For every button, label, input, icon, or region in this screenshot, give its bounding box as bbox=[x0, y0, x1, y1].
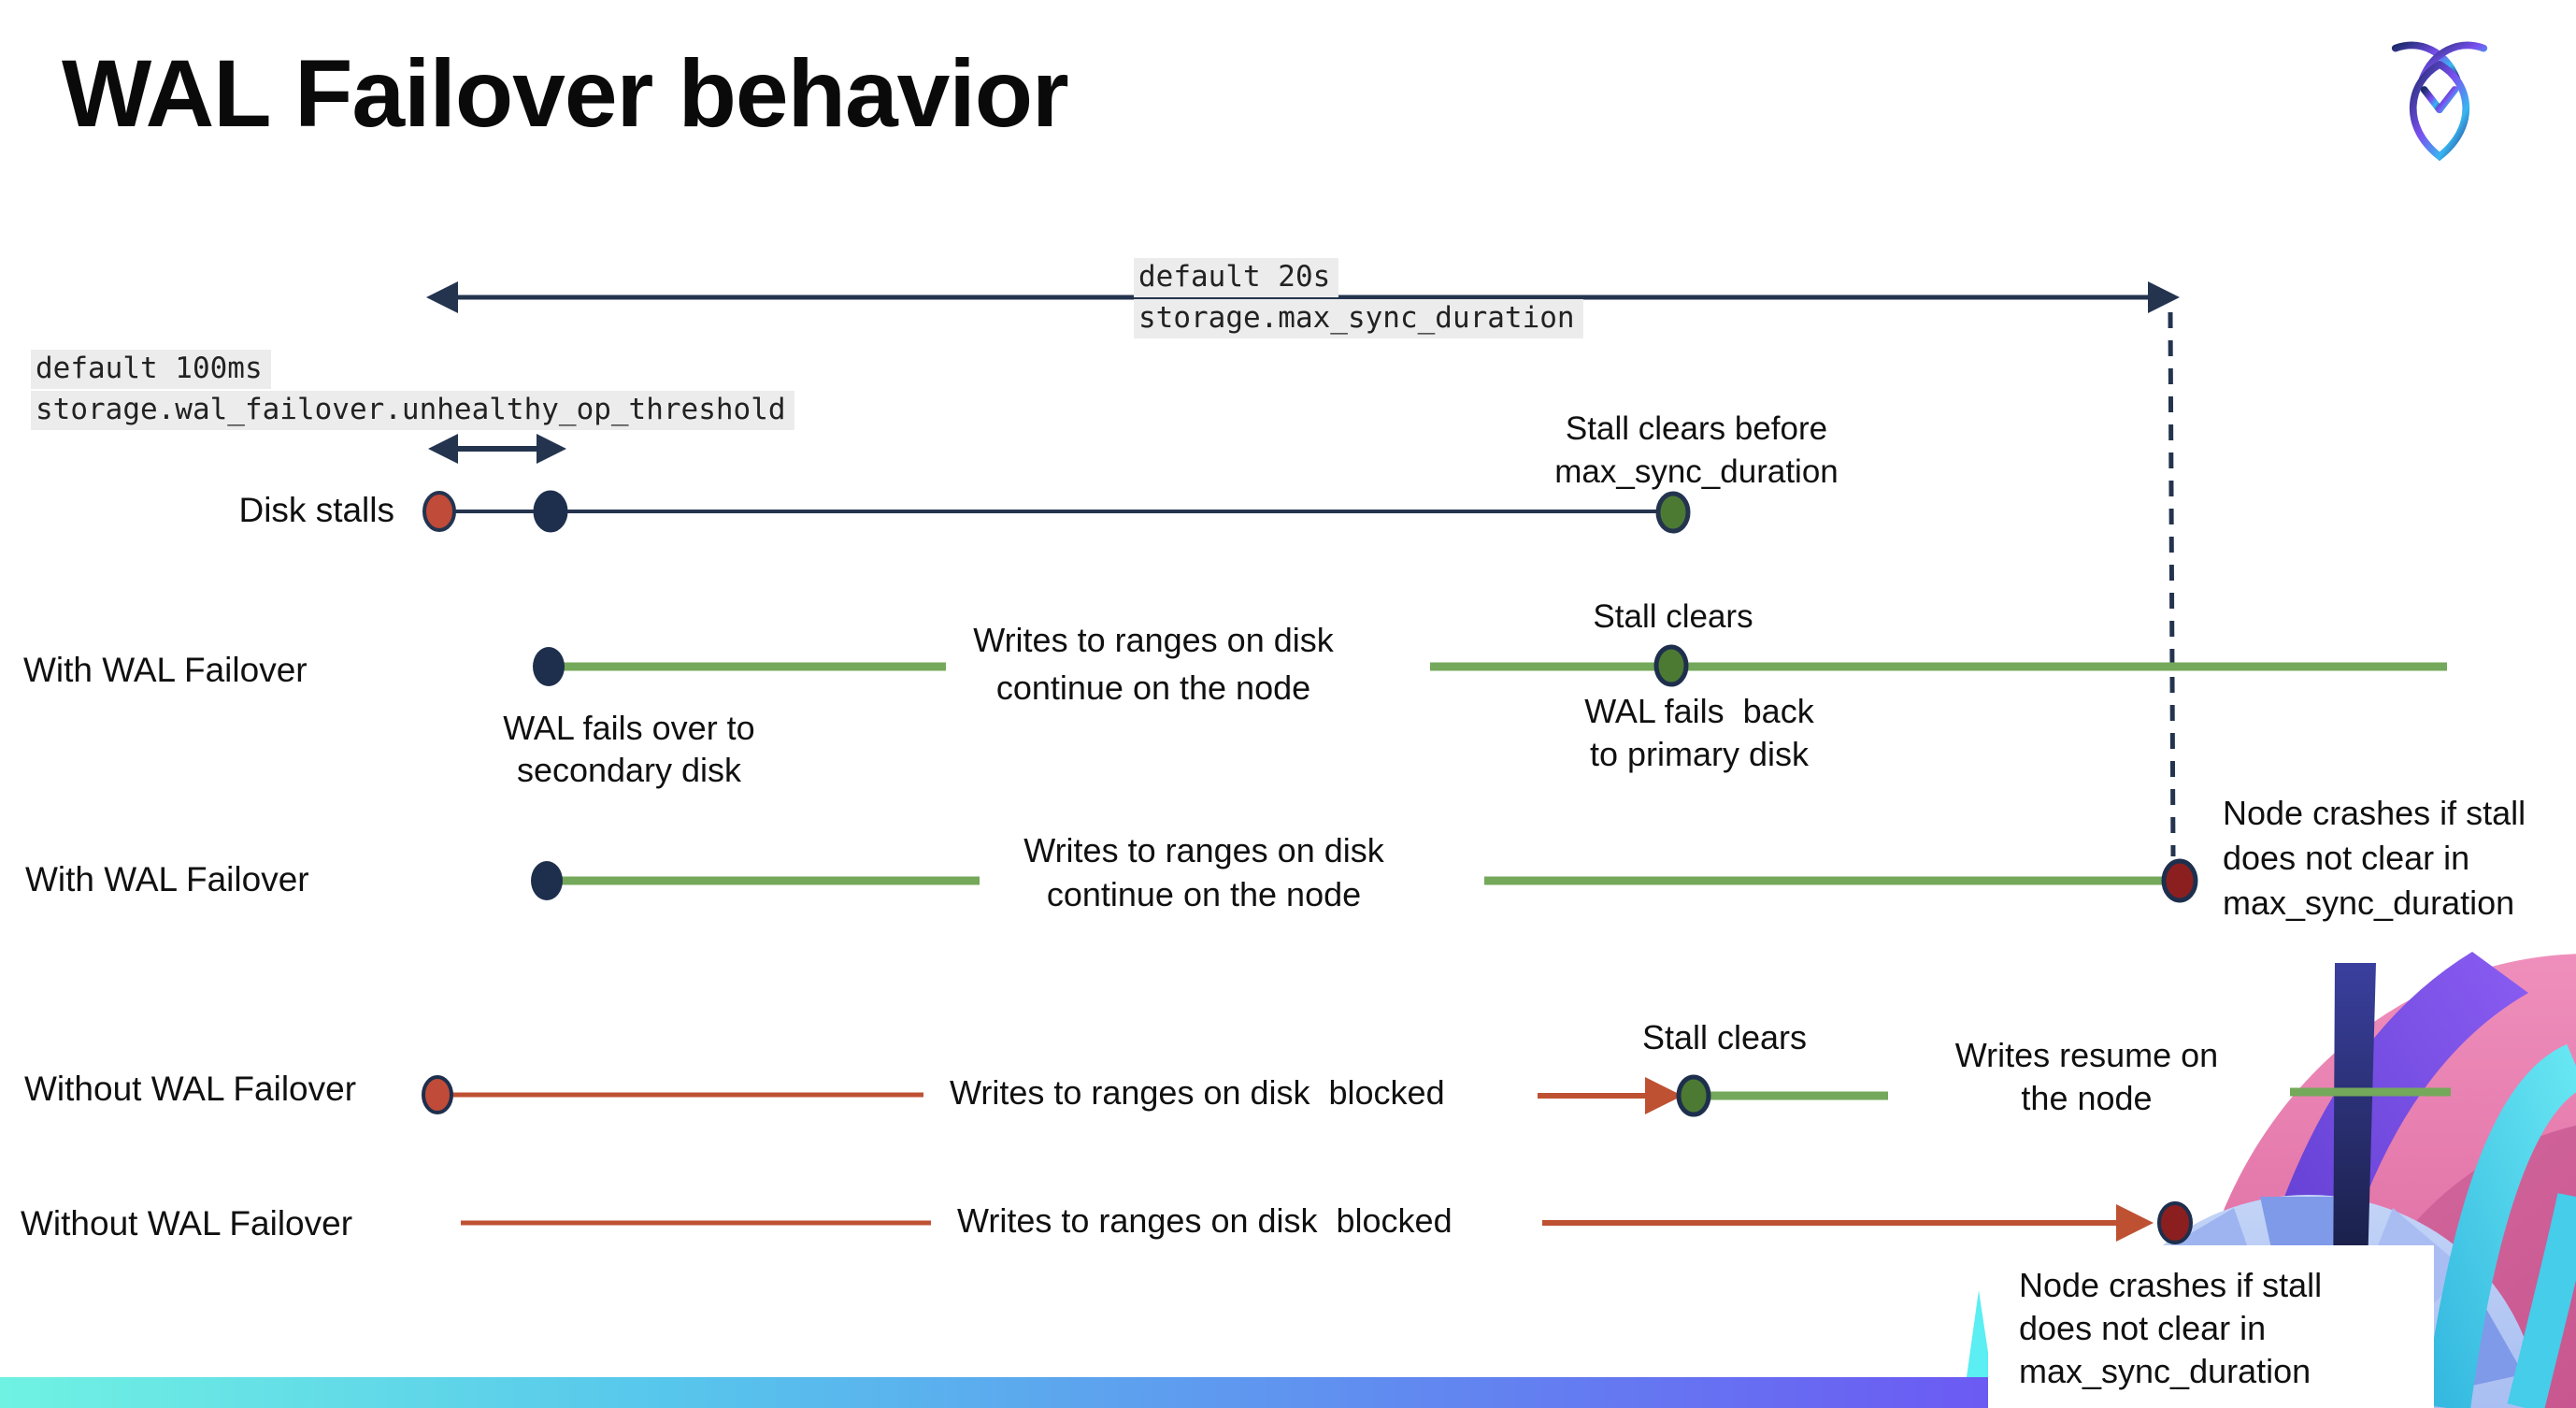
note-writes-blocked-1: Writes to ranges on disk blocked bbox=[950, 1073, 1445, 1112]
config-default-100ms: default 100ms bbox=[31, 350, 794, 389]
config-label-max-sync-duration: default 20s storage.max_sync_duration bbox=[1134, 258, 1583, 340]
page-title: WAL Failover behavior bbox=[62, 40, 1069, 147]
row-label-disk-stalls: Disk stalls bbox=[238, 491, 394, 529]
config-storage-wal-failover-threshold: storage.wal_failover.unhealthy_op_thresh… bbox=[31, 391, 794, 430]
note-stall-clears-before: Stall clears before max_sync_duration bbox=[1554, 410, 1839, 490]
row-disk-stalls-line bbox=[422, 490, 1691, 534]
row-label-with-wal-failover-2: With WAL Failover bbox=[25, 860, 309, 898]
note-wal-fails-over: WAL fails over to secondary disk bbox=[503, 709, 755, 789]
max-sync-dashed-line bbox=[2168, 311, 2176, 857]
config-label-unhealthy-op-threshold: default 100ms storage.wal_failover.unhea… bbox=[31, 350, 794, 432]
note-writes-continue-2: Writes to ranges on disk continue on the… bbox=[1023, 831, 1384, 913]
config-default-20s: default 20s bbox=[1134, 258, 1583, 297]
note-node-crashes-2: Node crashes if stall does not clear in … bbox=[2019, 1266, 2323, 1390]
crash-callout-box bbox=[1988, 1245, 2434, 1408]
note-writes-blocked-2: Writes to ranges on disk blocked bbox=[957, 1201, 1453, 1240]
note-stall-clears-2: Stall clears bbox=[1641, 1018, 1808, 1056]
config-storage-max-sync-duration: storage.max_sync_duration bbox=[1134, 299, 1583, 338]
note-node-crashes-1: Node crashes if stall does not clear in … bbox=[2223, 794, 2526, 922]
row-label-without-wal-failover-2: Without WAL Failover bbox=[21, 1204, 353, 1243]
row-with-wal-1-line bbox=[533, 644, 2447, 687]
row-label-with-wal-failover-1: With WAL Failover bbox=[23, 651, 308, 689]
note-wal-fails-back: WAL fails back to primary disk bbox=[1584, 692, 1814, 773]
note-stall-clears-1: Stall clears bbox=[1593, 598, 1753, 635]
cockroachdb-logo-icon bbox=[2391, 41, 2488, 162]
note-writes-continue-1: Writes to ranges on disk continue on the… bbox=[973, 621, 1334, 707]
row-label-without-wal-failover-1: Without WAL Failover bbox=[24, 1070, 357, 1108]
unhealthy-op-threshold-arrow bbox=[428, 434, 566, 464]
note-writes-resume: Writes resume on the node bbox=[1954, 1036, 2219, 1117]
